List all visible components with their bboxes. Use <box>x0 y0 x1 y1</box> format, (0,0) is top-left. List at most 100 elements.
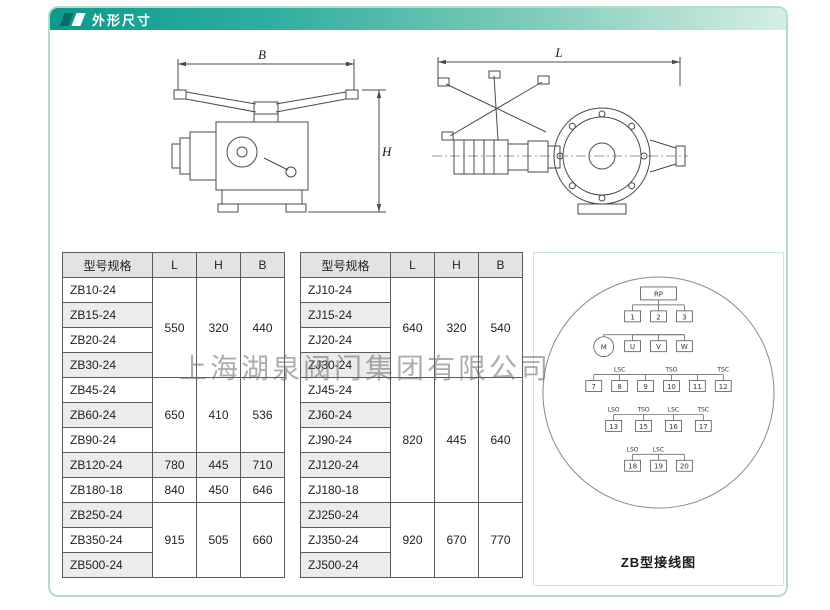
table-row: ZJ180-18 <box>300 477 523 503</box>
actuator-side-view-drawing: L <box>432 46 688 215</box>
value-cell-h: 450 <box>196 477 241 503</box>
value-cell-l: 920 <box>390 502 435 578</box>
value-cell-l: 820 <box>390 377 435 503</box>
terminal-block <box>624 340 641 353</box>
terminal-number: U <box>630 343 635 351</box>
rp-label: RP <box>654 290 663 298</box>
value-cell-l: 915 <box>152 502 197 578</box>
model-cell: ZB20-24 <box>62 327 153 353</box>
terminal-tag: LSO <box>627 446 639 453</box>
value-cell-h: 320 <box>196 277 241 378</box>
terminal-tag: TSO <box>636 406 649 413</box>
model-cell: ZB250-24 <box>62 502 153 528</box>
model-cell: ZB30-24 <box>62 352 153 378</box>
model-cell: ZJ120-24 <box>300 452 391 478</box>
value-cell-b: 440 <box>240 277 285 378</box>
model-cell: ZB60-24 <box>62 402 153 428</box>
terminal-number: V <box>656 343 661 351</box>
col-header-h: H <box>434 252 479 278</box>
terminal-number: 2 <box>656 313 660 321</box>
header-slash-icon <box>71 12 86 26</box>
col-header-b: B <box>240 252 285 278</box>
value-cell-l: 550 <box>152 277 197 378</box>
model-cell: ZJ20-24 <box>300 327 391 353</box>
table-row: ZB350-24 <box>62 527 285 553</box>
table-row: ZJ120-24 <box>300 452 523 478</box>
table-row: ZJ500-24 <box>300 552 523 578</box>
col-header-l: L <box>152 252 197 278</box>
model-cell: ZJ350-24 <box>300 527 391 553</box>
terminal-tag: LSC <box>653 446 664 453</box>
value-cell-h: 320 <box>434 277 479 378</box>
value-cell-h: 445 <box>434 377 479 503</box>
terminal-block <box>650 340 667 353</box>
model-cell: ZJ45-24 <box>300 377 391 403</box>
terminal-number: W <box>681 343 688 351</box>
table-row: ZB90-24 <box>62 427 285 453</box>
dim-label-l: L <box>554 46 562 60</box>
model-cell: ZJ10-24 <box>300 277 391 303</box>
terminal-number: 18 <box>628 463 637 471</box>
value-cell-h: 445 <box>196 452 241 478</box>
model-cell: ZJ30-24 <box>300 352 391 378</box>
flange <box>553 107 651 205</box>
value-cell-b: 770 <box>478 502 523 578</box>
model-cell: ZB350-24 <box>62 527 153 553</box>
col-header-h: H <box>196 252 241 278</box>
value-cell-b: 710 <box>240 452 285 478</box>
terminal-tag: TSO <box>664 367 677 374</box>
terminal-tag: TSC <box>716 367 729 374</box>
col-header-model: 型号规格 <box>62 252 153 278</box>
terminal-tag: LSC <box>668 406 679 413</box>
terminal-number: 8 <box>617 383 621 391</box>
model-cell: ZJ90-24 <box>300 427 391 453</box>
output-shaft <box>649 139 686 173</box>
table-row: ZJ350-24 <box>300 527 523 553</box>
terminal-number: 10 <box>667 383 676 391</box>
value-cell-b: 536 <box>240 377 285 453</box>
actuator-front-view-drawing: B H <box>171 47 392 213</box>
table-row: ZB15-24 <box>62 302 285 328</box>
model-cell: ZJ60-24 <box>300 402 391 428</box>
terminal-number: 1 <box>630 313 634 321</box>
table-row: ZJ60-24 <box>300 402 523 428</box>
model-cell: ZJ180-18 <box>300 477 391 503</box>
model-cell: ZB120-24 <box>62 452 153 478</box>
terminal-number: 12 <box>719 383 728 391</box>
model-cell: ZB45-24 <box>62 377 153 403</box>
table-row: ZB60-24 <box>62 402 285 428</box>
value-cell-h: 505 <box>196 502 241 578</box>
value-cell-l: 650 <box>152 377 197 453</box>
terminal-tag: TSC <box>697 406 710 413</box>
value-cell-b: 540 <box>478 277 523 378</box>
dim-label-b: B <box>258 47 266 62</box>
terminal-number: 19 <box>654 463 663 471</box>
model-cell: ZB90-24 <box>62 427 153 453</box>
terminal-number: 20 <box>680 463 689 471</box>
value-cell-l: 840 <box>152 477 197 503</box>
section-header: 外形尺寸 <box>50 8 786 30</box>
actuator-body <box>215 113 309 191</box>
table-row: ZJ15-24 <box>300 302 523 328</box>
terminal-number: 17 <box>699 423 708 431</box>
value-cell-b: 640 <box>478 377 523 503</box>
value-cell-l: 640 <box>390 277 435 378</box>
terminal-number: 7 <box>592 383 596 391</box>
value-cell-h: 410 <box>196 377 241 453</box>
value-cell-h: 670 <box>434 502 479 578</box>
model-cell: ZJ250-24 <box>300 502 391 528</box>
table-row: ZB30-24 <box>62 352 285 378</box>
terminal-block <box>676 340 693 353</box>
value-cell-b: 660 <box>240 502 285 578</box>
base <box>217 189 307 213</box>
